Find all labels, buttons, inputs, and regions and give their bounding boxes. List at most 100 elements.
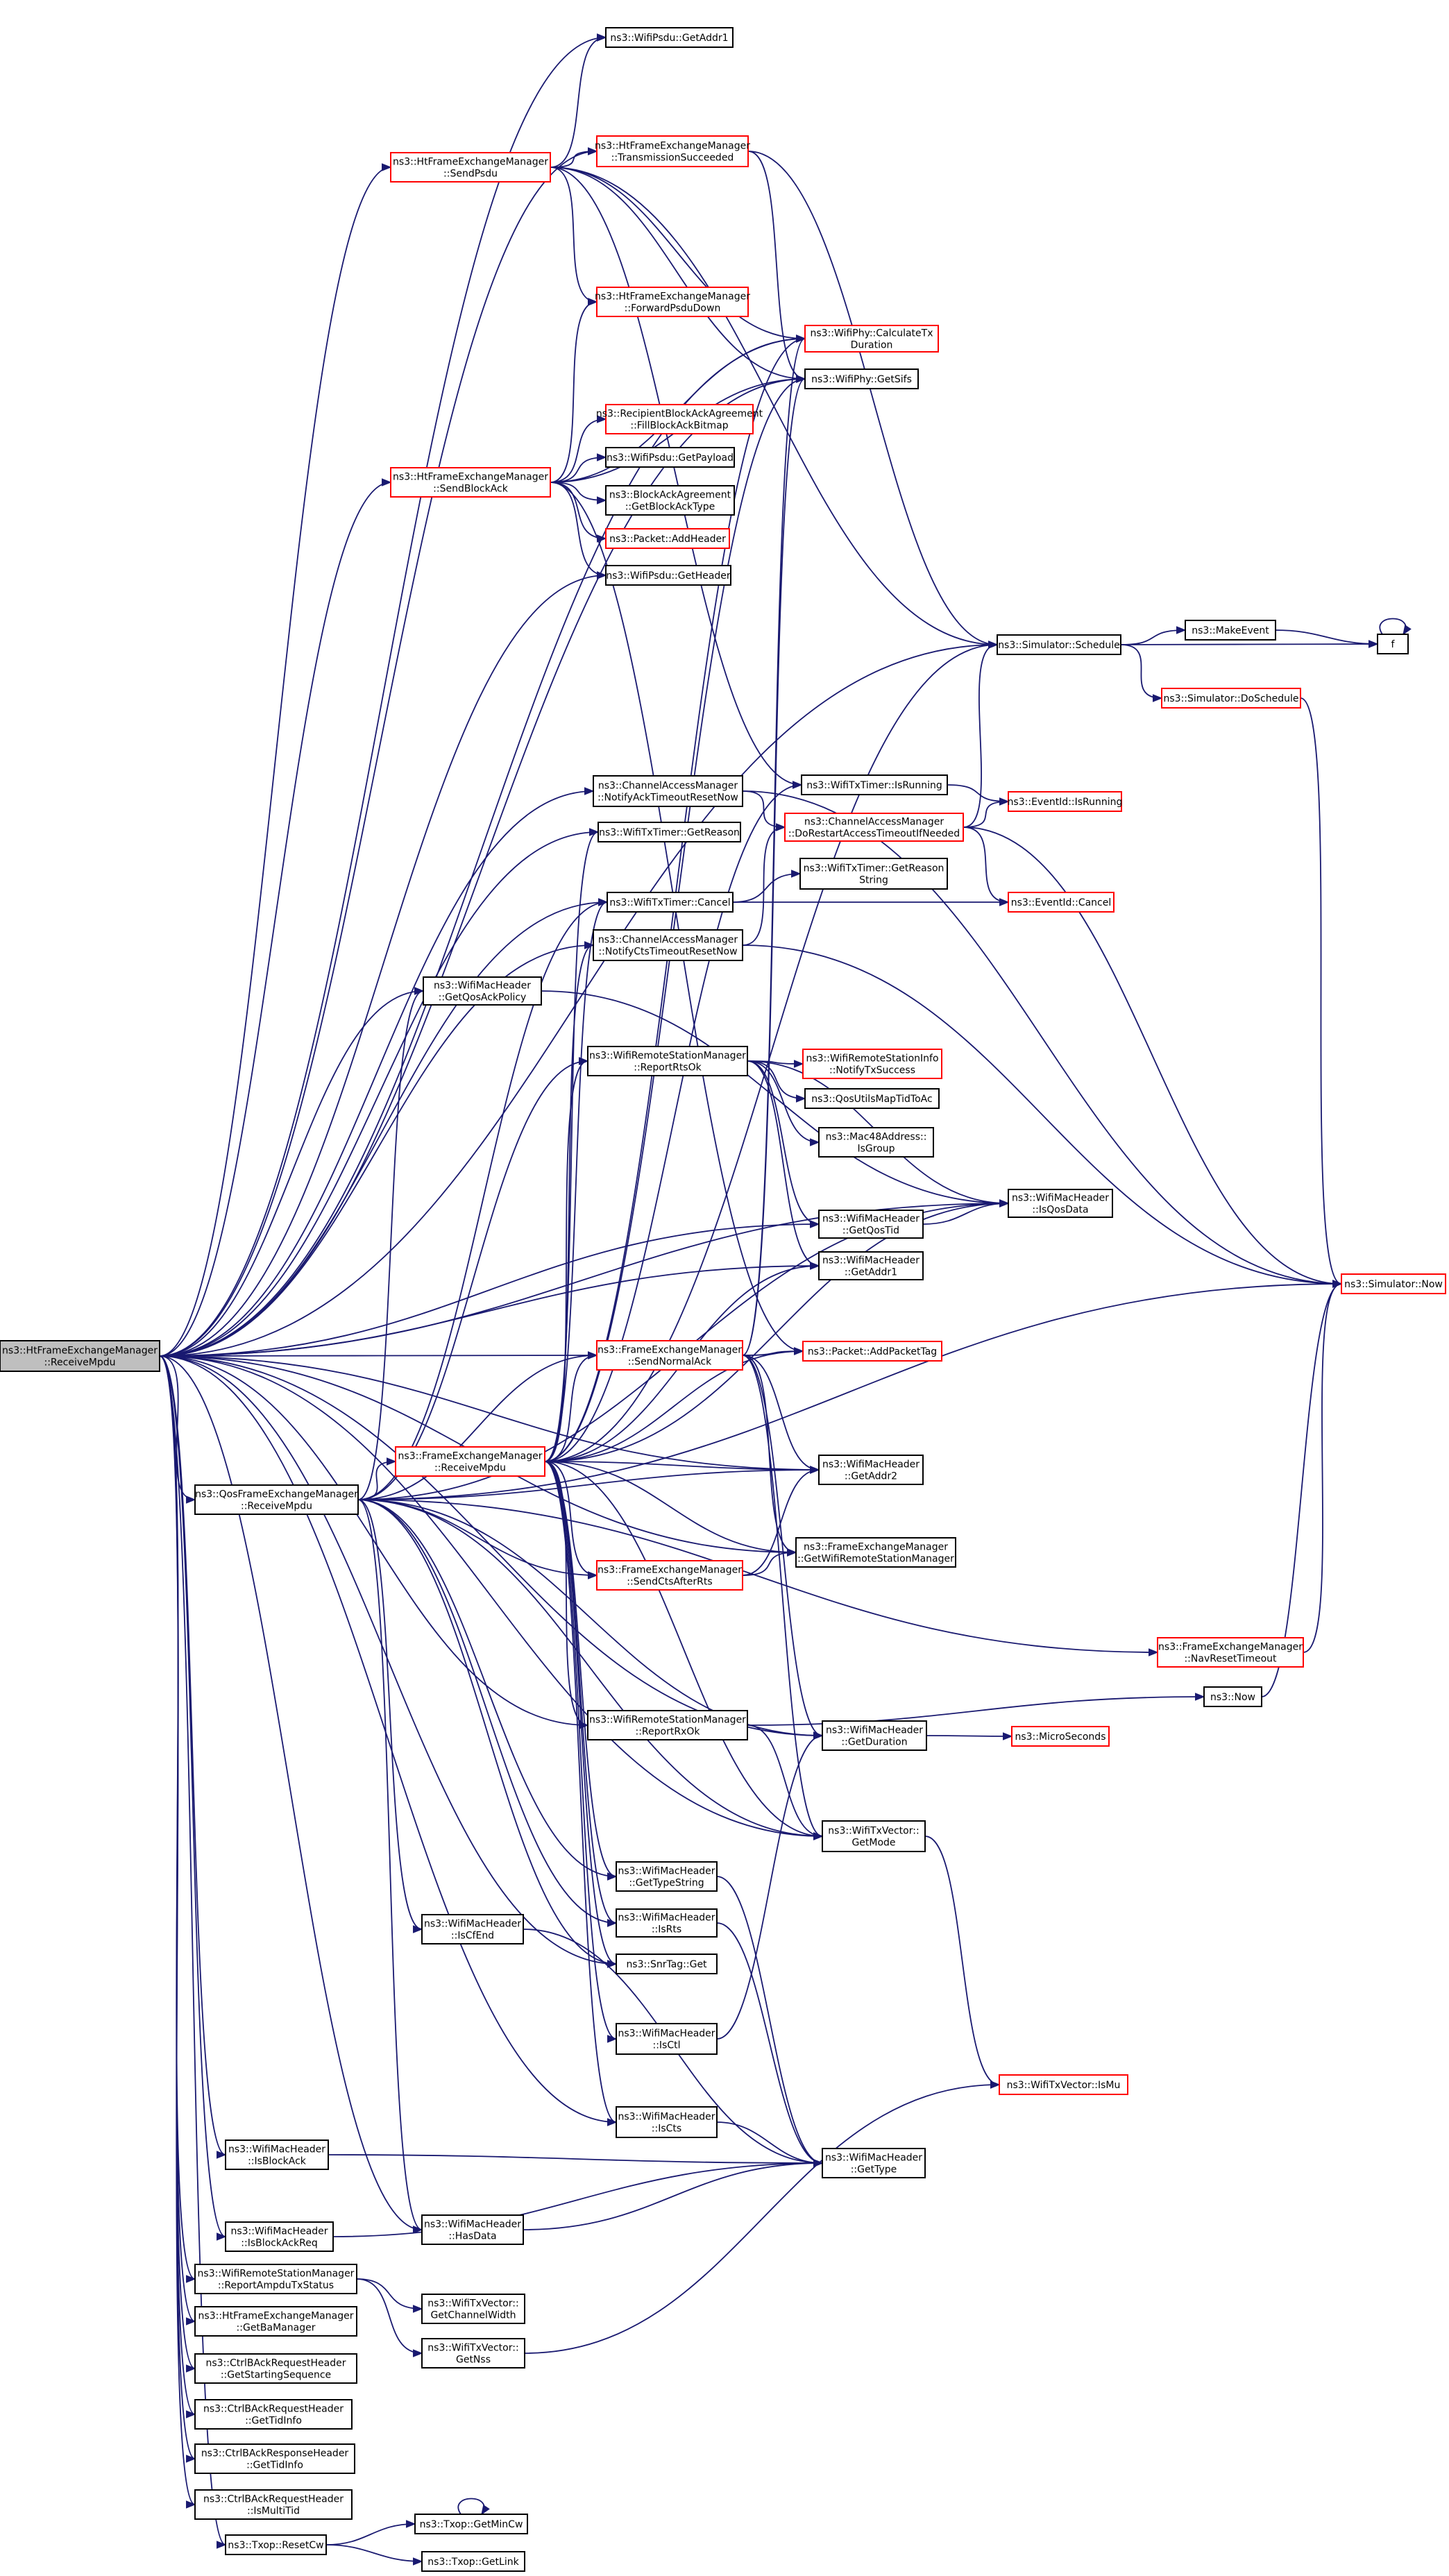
node-getMode[interactable]: ns3::WifiTxVector::GetMode xyxy=(822,1820,926,1852)
node-label: ::GetTidInfo xyxy=(245,2416,302,2427)
node-getNss[interactable]: ns3::WifiTxVector::GetNss xyxy=(421,2338,525,2369)
node-isQosData[interactable]: ns3::WifiMacHeader::IsQosData xyxy=(1008,1189,1113,1218)
node-label: ::ReportRtsOk xyxy=(634,1062,702,1074)
node-getType[interactable]: ns3::WifiMacHeader::GetType xyxy=(822,2148,926,2178)
node-box xyxy=(795,1537,956,1568)
node-getBaManager[interactable]: ns3::HtFrameExchangeManager::GetBaManage… xyxy=(194,2306,357,2337)
node-getQosAckPolicy[interactable]: ns3::WifiMacHeader::GetQosAckPolicy xyxy=(423,976,542,1006)
node-getPayload[interactable]: ns3::WifiPsdu::GetPayload xyxy=(605,447,735,468)
call-edge xyxy=(159,334,806,1357)
node-isRunning[interactable]: ns3::WifiTxTimer::IsRunning xyxy=(801,774,948,795)
node-getMinCw[interactable]: ns3::Txop::GetMinCw xyxy=(414,2514,528,2534)
call-edge xyxy=(541,990,1010,1208)
node-feReceiveMpdu[interactable]: ns3::FrameExchangeManager::ReceiveMpdu xyxy=(395,1446,545,1477)
node-getAddr1Psdu[interactable]: ns3::WifiPsdu::GetAddr1 xyxy=(605,27,734,48)
node-getStartSeq[interactable]: ns3::CtrlBAckRequestHeader::GetStartingS… xyxy=(194,2353,357,2384)
call-edge xyxy=(357,1351,598,1500)
node-label: ns3::CtrlBAckResponseHeader xyxy=(201,2448,349,2459)
node-schedule[interactable]: ns3::Simulator::Schedule xyxy=(997,634,1121,655)
node-box xyxy=(194,2399,353,2430)
node-doRestart[interactable]: ns3::ChannelAccessManager::DoRestartAcce… xyxy=(784,813,964,842)
node-addHeader[interactable]: ns3::Packet::AddHeader xyxy=(605,528,730,549)
node-getBlockAckType[interactable]: ns3::BlockAckAgreement::GetBlockAckType xyxy=(605,485,735,516)
node-sendBlockAck[interactable]: ns3::HtFrameExchangeManager::SendBlockAc… xyxy=(390,467,551,498)
node-box xyxy=(605,485,735,516)
node-reportRtsOk[interactable]: ns3::WifiRemoteStationManager::ReportRts… xyxy=(587,1046,748,1076)
node-reportAmpdu[interactable]: ns3::WifiRemoteStationManager::ReportAmp… xyxy=(194,2264,357,2294)
node-box xyxy=(616,1861,718,1892)
node-root[interactable]: ns3::HtFrameExchangeManager::ReceiveMpdu xyxy=(0,1340,160,1372)
node-eventIsRunning[interactable]: ns3::EventId::IsRunning xyxy=(1008,791,1123,812)
node-label: ns3::WifiMacHeader xyxy=(424,2219,521,2230)
node-label: ns3::WifiPsdu::GetHeader xyxy=(606,570,731,582)
node-isBlockAckReq[interactable]: ns3::WifiMacHeader::IsBlockAckReq xyxy=(225,2221,334,2252)
node-box xyxy=(818,1127,934,1158)
node-simNow[interactable]: ns3::Simulator::Now xyxy=(1341,1273,1446,1294)
call-edge xyxy=(544,828,600,1462)
node-isMu[interactable]: ns3::WifiTxVector::IsMu xyxy=(999,2074,1128,2095)
node-box xyxy=(616,1908,718,1938)
node-navReset[interactable]: ns3::FrameExchangeManager::NavResetTimeo… xyxy=(1157,1637,1304,1668)
node-mapTid[interactable]: ns3::QosUtilsMapTidToAc xyxy=(804,1088,940,1109)
node-sendNormalAck[interactable]: ns3::FrameExchangeManager::SendNormalAck xyxy=(596,1340,743,1371)
node-notifyAck[interactable]: ns3::ChannelAccessManager::NotifyAckTime… xyxy=(593,775,743,807)
node-label: ns3::WifiMacHeader xyxy=(826,1725,923,1736)
node-addPacketTag[interactable]: ns3::Packet::AddPacketTag xyxy=(802,1341,942,1362)
node-now[interactable]: ns3::Now xyxy=(1203,1686,1262,1707)
node-label: ::IsCts xyxy=(652,2124,681,2135)
call-edge xyxy=(356,2278,423,2313)
node-label: GetMode xyxy=(851,1838,895,1849)
node-sendCtsAfterRts[interactable]: ns3::FrameExchangeManager::SendCtsAfterR… xyxy=(596,1560,743,1591)
node-eventCancel[interactable]: ns3::EventId::Cancel xyxy=(1008,892,1115,913)
node-getAddr2[interactable]: ns3::WifiMacHeader::GetAddr2 xyxy=(818,1455,924,1485)
node-isRts[interactable]: ns3::WifiMacHeader::IsRts xyxy=(616,1908,718,1938)
node-getLink[interactable]: ns3::Txop::GetLink xyxy=(421,2551,525,2572)
node-resetCw[interactable]: ns3::Txop::ResetCw xyxy=(225,2534,327,2555)
node-f[interactable]: f xyxy=(1377,634,1409,654)
node-doSchedule[interactable]: ns3::Simulator::DoSchedule xyxy=(1161,688,1301,709)
node-notifyTxSuccess[interactable]: ns3::WifiRemoteStationInfo::NotifyTxSucc… xyxy=(802,1049,942,1079)
node-getDuration[interactable]: ns3::WifiMacHeader::GetDuration xyxy=(822,1720,927,1751)
node-isCts[interactable]: ns3::WifiMacHeader::IsCts xyxy=(616,2106,718,2138)
node-forwardPsdu[interactable]: ns3::HtFrameExchangeManager::ForwardPsdu… xyxy=(595,287,750,317)
node-getQosTid[interactable]: ns3::WifiMacHeader::GetQosTid xyxy=(818,1210,924,1239)
node-notifyCts[interactable]: ns3::ChannelAccessManager::NotifyCtsTime… xyxy=(593,929,743,961)
node-getTidInfoReq[interactable]: ns3::CtrlBAckRequestHeader::GetTidInfo xyxy=(194,2399,353,2430)
node-microSeconds[interactable]: ns3::MicroSeconds xyxy=(1011,1726,1110,1747)
node-makeEvent[interactable]: ns3::MakeEvent xyxy=(1185,620,1276,641)
node-label: ::ReceiveMpdu xyxy=(44,1357,116,1368)
node-txSucceeded[interactable]: ns3::HtFrameExchangeManager::Transmissio… xyxy=(595,135,750,167)
call-edge xyxy=(356,2278,423,2357)
node-label: ns3::Simulator::Now xyxy=(1344,1279,1443,1290)
node-reportRxOk[interactable]: ns3::WifiRemoteStationManager::ReportRxO… xyxy=(587,1710,748,1740)
node-fillBitmap[interactable]: ns3::RecipientBlockAckAgreement::FillBlo… xyxy=(596,404,763,434)
node-isGroup[interactable]: ns3::Mac48Address::IsGroup xyxy=(818,1127,934,1158)
node-isBlockAck[interactable]: ns3::WifiMacHeader::IsBlockAck xyxy=(225,2139,329,2170)
node-label: ns3::Packet::AddPacketTag xyxy=(808,1346,937,1357)
node-sendPsdu[interactable]: ns3::HtFrameExchangeManager::SendPsdu xyxy=(390,152,551,183)
node-isCfEnd[interactable]: ns3::WifiMacHeader::IsCfEnd xyxy=(421,1914,524,1944)
node-qosReceiveMpdu[interactable]: ns3::QosFrameExchangeManager::ReceiveMpd… xyxy=(194,1484,359,1515)
node-box xyxy=(804,325,939,353)
node-isCtl[interactable]: ns3::WifiMacHeader::IsCtl xyxy=(616,2023,718,2055)
node-psduGetHeader[interactable]: ns3::WifiPsdu::GetHeader xyxy=(605,565,731,586)
node-getTypeString[interactable]: ns3::WifiMacHeader::GetTypeString xyxy=(616,1861,718,1892)
node-snrGet[interactable]: ns3::SnrTag::Get xyxy=(616,1954,718,1974)
node-hasData[interactable]: ns3::WifiMacHeader::HasData xyxy=(421,2214,524,2245)
node-label: ns3::HtFrameExchangeManager xyxy=(393,157,548,168)
node-getWrsm[interactable]: ns3::FrameExchangeManager::GetWifiRemote… xyxy=(795,1537,956,1568)
node-box xyxy=(822,2148,926,2178)
node-label: ::NotifyTxSuccess xyxy=(829,1065,915,1076)
call-edge xyxy=(357,1499,824,1840)
node-label: ns3::WifiMacHeader xyxy=(618,2112,715,2123)
node-isMultiTid[interactable]: ns3::CtrlBAckRequestHeader::IsMultiTid xyxy=(194,2489,353,2520)
node-getAddr1[interactable]: ns3::WifiMacHeader::GetAddr1 xyxy=(818,1251,924,1280)
node-box xyxy=(421,2338,525,2369)
node-getTidInfoResp[interactable]: ns3::CtrlBAckResponseHeader::GetTidInfo xyxy=(194,2443,355,2474)
node-getReason[interactable]: ns3::WifiTxTimer::GetReason xyxy=(598,822,741,842)
node-getChannelWidth[interactable]: ns3::WifiTxVector::GetChannelWidth xyxy=(421,2294,525,2324)
node-getSifs[interactable]: ns3::WifiPhy::GetSifs xyxy=(804,368,919,389)
node-cancel[interactable]: ns3::WifiTxTimer::Cancel xyxy=(607,892,734,913)
